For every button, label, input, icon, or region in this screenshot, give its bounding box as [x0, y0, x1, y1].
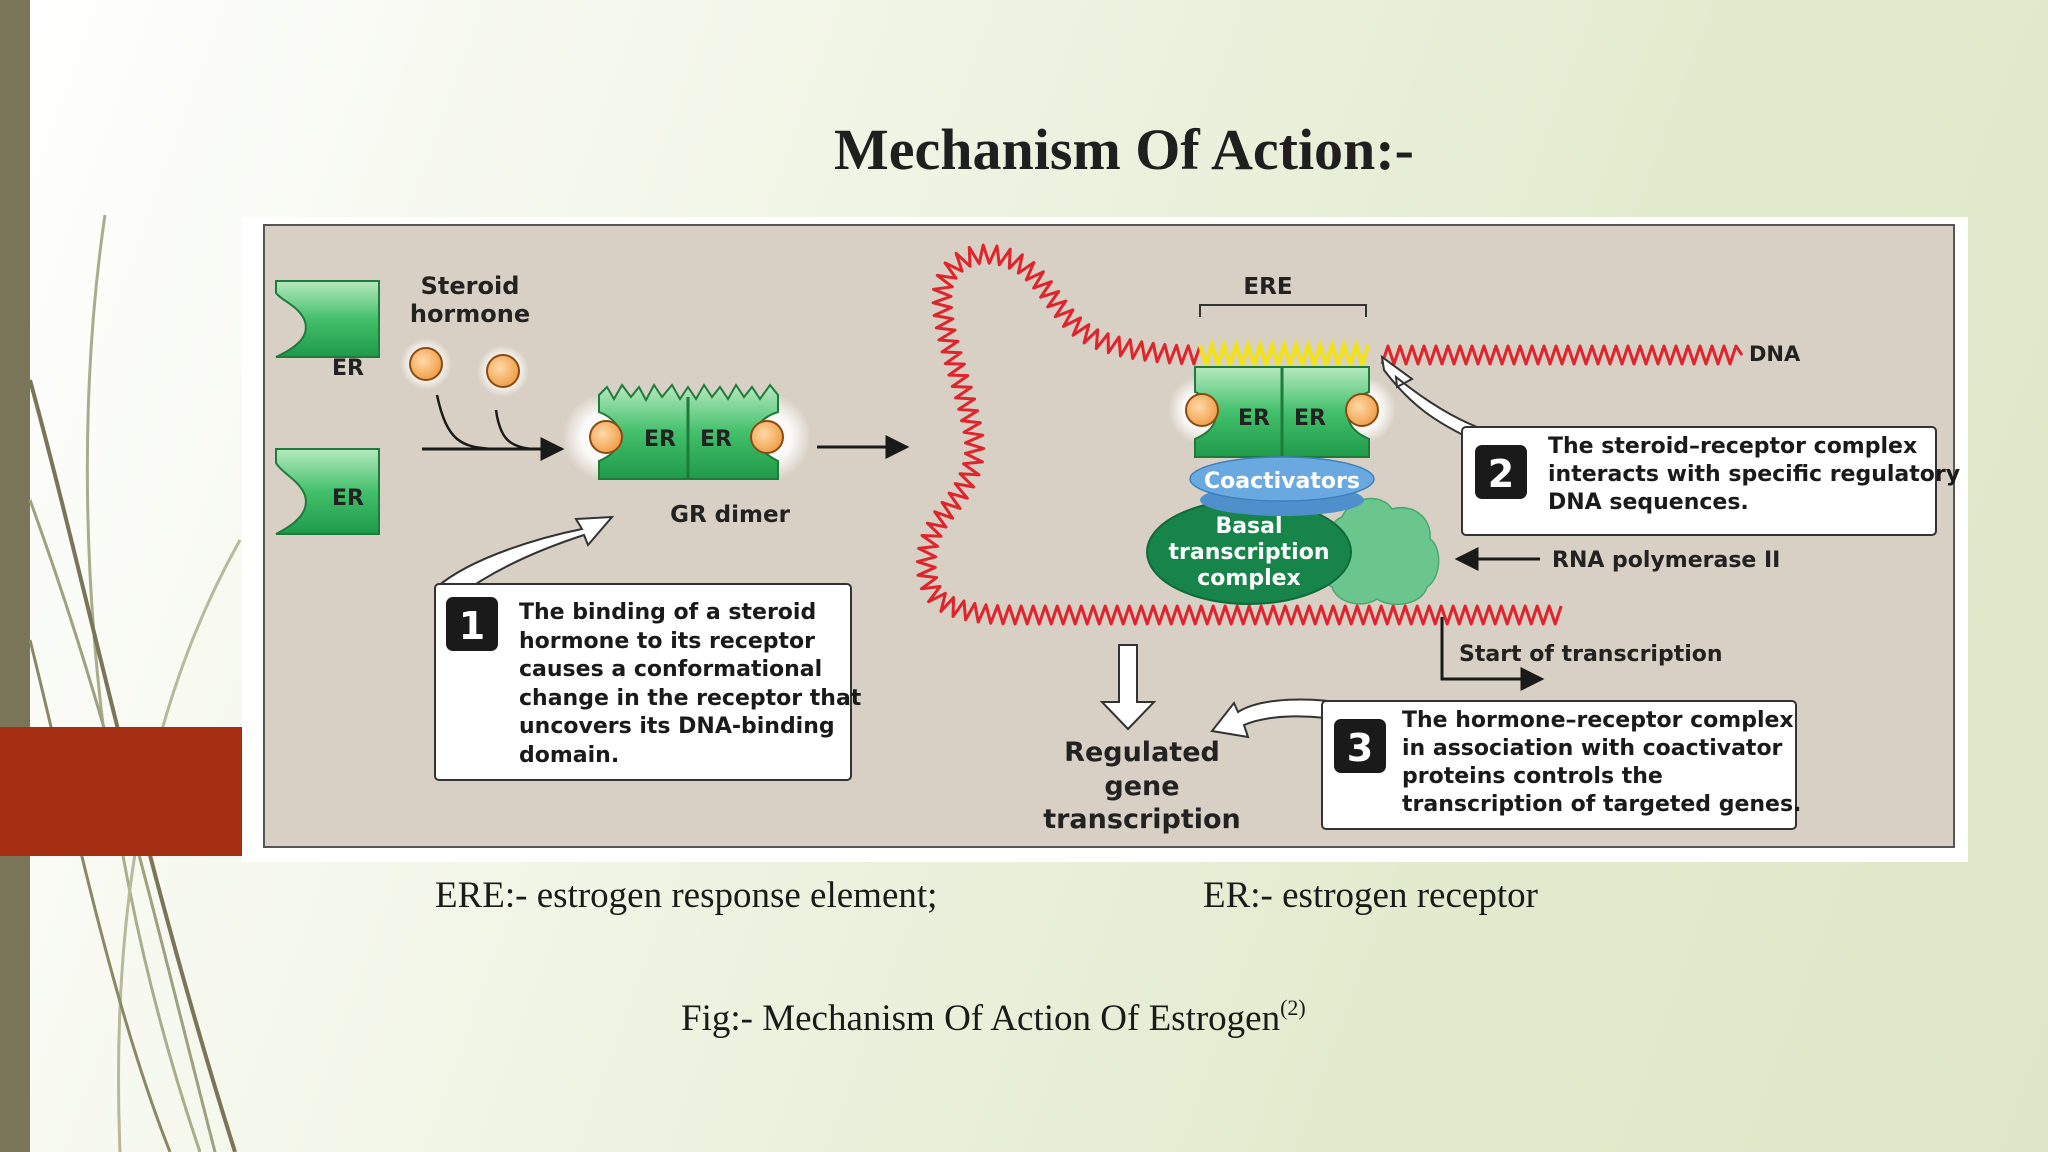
regulated-label-line: Regulated — [1064, 737, 1220, 768]
step1-text-line: The binding of a steroid — [519, 600, 816, 625]
regulated-label-line: gene — [1104, 771, 1179, 802]
step2-text-line: DNA sequences. — [1548, 490, 1749, 515]
regulated-transcription-arrow — [1099, 644, 1157, 731]
step2-text-line: The steroid–receptor complex — [1548, 434, 1917, 459]
free-er-receptor-bottom: ER — [275, 448, 380, 535]
er-label: ER — [1238, 406, 1270, 431]
steroid-hormone-label-line2: hormone — [410, 300, 530, 328]
er-label: ER — [332, 486, 364, 511]
er-dimer-on-dna: ER ER — [1168, 366, 1396, 458]
caption-er-definition: ER:- estrogen receptor — [1203, 875, 1538, 916]
er-label: ER — [332, 356, 364, 381]
ere-segment — [1198, 338, 1370, 372]
regulated-label-line: transcription — [1043, 804, 1241, 835]
er-label: ER — [1294, 406, 1326, 431]
coactivators-label: Coactivators — [1204, 469, 1360, 494]
steroid-hormone-molecule — [400, 338, 452, 390]
step2-text-line: interacts with specific regulatory — [1548, 462, 1960, 487]
step3-text-line: proteins controls the — [1402, 764, 1663, 789]
figure-caption-text: Fig:- Mechanism Of Action Of Estrogen — [681, 998, 1281, 1039]
basal-label-line: transcription — [1169, 540, 1330, 565]
figure-caption: Fig:- Mechanism Of Action Of Estrogen(2) — [681, 995, 1306, 1040]
step1-pointer-arrow — [435, 515, 615, 599]
er-label: ER — [644, 427, 676, 452]
step2-callout: 2 The steroid–receptor complex interacts… — [1461, 426, 1960, 536]
estrogen-mechanism-diagram: ER ER Steroid hormone ER ER — [263, 224, 1960, 848]
step3-pointer-arrow — [1210, 698, 1354, 739]
basal-label-line: complex — [1197, 566, 1300, 591]
gr-dimer-label: GR dimer — [670, 502, 791, 528]
slide-title: Mechanism Of Action:- — [834, 117, 1414, 182]
ere-bracket — [1199, 304, 1367, 317]
step2-number: 2 — [1488, 452, 1514, 496]
ere-label: ERE — [1243, 274, 1292, 300]
red-accent-tab — [0, 727, 242, 856]
figure-reference: (2) — [1280, 995, 1306, 1020]
step3-number: 3 — [1347, 726, 1373, 770]
step3-text-line: transcription of targeted genes. — [1402, 792, 1801, 817]
step1-number: 1 — [459, 604, 485, 648]
step1-text-line: hormone to its receptor — [519, 629, 815, 654]
rna-polymerase-label: RNA polymerase II — [1552, 548, 1780, 573]
step3-callout: 3 The hormone–receptor complex in associ… — [1321, 700, 1801, 830]
step1-text-line: domain. — [519, 743, 619, 768]
dna-strand — [915, 243, 1744, 626]
step1-text-line: change in the receptor that — [519, 686, 862, 711]
dna-label: DNA — [1749, 342, 1801, 366]
er-label: ER — [700, 427, 732, 452]
figure-frame: ER ER Steroid hormone ER ER — [242, 217, 1968, 862]
caption-ere-definition: ERE:- estrogen response element; — [435, 875, 938, 916]
coactivators: Coactivators — [1189, 456, 1375, 516]
step3-text-line: The hormone–receptor complex — [1402, 708, 1794, 733]
step1-text-line: uncovers its DNA-binding — [519, 714, 835, 739]
free-er-receptor-top: ER — [275, 280, 380, 381]
steroid-hormone-molecule — [477, 345, 529, 397]
left-accent-bar — [0, 0, 30, 1152]
start-transcription-label: Start of transcription — [1459, 642, 1723, 667]
step1-callout: 1 The binding of a steroid hormone to it… — [434, 583, 862, 781]
step3-text-line: in association with coactivator — [1402, 736, 1783, 761]
basal-label-line: Basal — [1215, 514, 1282, 539]
steroid-hormone-label-line1: Steroid — [421, 272, 520, 300]
start-transcription-arrow — [1440, 617, 1545, 691]
gr-dimer: ER ER — [562, 383, 811, 481]
step1-text-line: causes a conformational — [519, 657, 822, 682]
